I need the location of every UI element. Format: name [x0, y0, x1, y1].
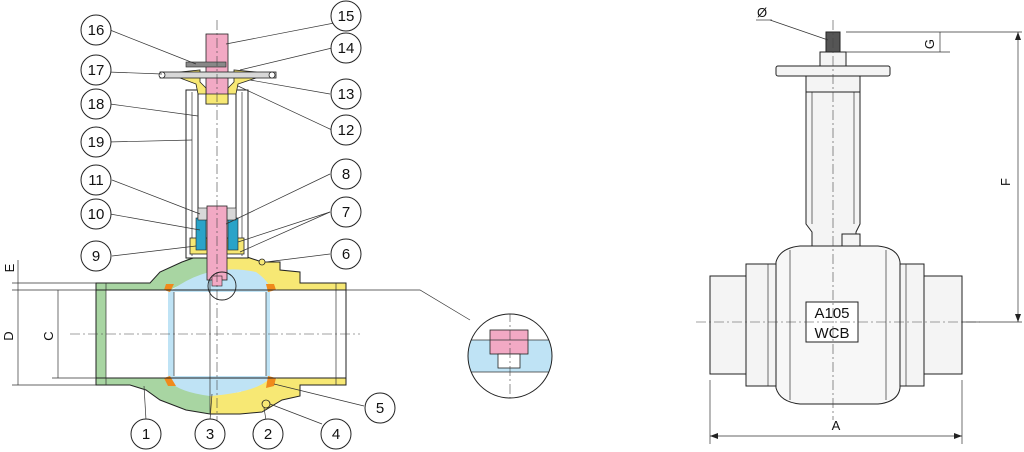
callout-19: 19 — [80, 126, 112, 158]
section-view: E D C 1 2 — [1, 0, 553, 450]
svg-text:16: 16 — [88, 22, 105, 39]
callout-3: 3 — [194, 418, 226, 450]
end-right-upper — [210, 252, 346, 290]
callout-11: 11 — [80, 164, 112, 196]
bolt-bottom — [261, 399, 271, 409]
marking-line-2: WCB — [815, 325, 850, 342]
callout-2: 2 — [252, 418, 284, 450]
svg-text:9: 9 — [92, 248, 100, 265]
callout-10: 10 — [80, 198, 112, 230]
svg-text:15: 15 — [338, 8, 355, 25]
dim-C: C — [41, 331, 56, 340]
svg-text:2: 2 — [264, 426, 272, 443]
end-right-lower — [210, 378, 346, 414]
callout-1: 1 — [130, 418, 162, 450]
detail-marker — [207, 271, 237, 301]
svg-text:17: 17 — [88, 62, 105, 79]
svg-text:1: 1 — [142, 426, 150, 443]
top-plate — [159, 71, 277, 79]
callout-15: 15 — [330, 0, 362, 32]
svg-text:18: 18 — [88, 96, 105, 113]
dim-G: G — [922, 39, 937, 49]
flange-bolt-left — [158, 71, 166, 79]
ext-lug — [841, 233, 861, 247]
marking-line-1: A105 — [814, 305, 849, 322]
callout-5: 5 — [364, 392, 396, 424]
callouts: 1 2 3 4 5 6 7 8 9 10 11 12 13 14 15 16 1… — [80, 0, 396, 450]
ext-left-hex — [745, 263, 777, 387]
exterior-view: A105 WCB F — [696, 5, 1022, 444]
callout-7: 7 — [330, 196, 362, 228]
svg-text:11: 11 — [88, 172, 104, 189]
top-flange — [179, 69, 257, 105]
detail-view — [467, 313, 553, 399]
svg-text:5: 5 — [376, 400, 384, 417]
dim-D: D — [1, 331, 16, 340]
dim-F: F — [998, 178, 1013, 186]
bolt-top — [258, 258, 266, 266]
callout-14: 14 — [330, 32, 362, 64]
dimension-lines-right — [709, 19, 1022, 444]
svg-text:10: 10 — [88, 206, 105, 223]
callout-16: 16 — [80, 14, 112, 46]
seat-lower-right — [266, 376, 276, 388]
svg-text:4: 4 — [332, 426, 340, 443]
callout-6: 6 — [330, 238, 362, 270]
svg-text:19: 19 — [88, 134, 105, 151]
body-left-upper — [96, 252, 210, 290]
callout-9: 9 — [80, 240, 112, 272]
callout-leaders — [107, 17, 365, 425]
callout-17: 17 — [80, 54, 112, 86]
callout-8: 8 — [330, 158, 362, 190]
callout-12: 12 — [330, 114, 362, 146]
flange-bolt-right — [268, 71, 276, 79]
svg-text:12: 12 — [338, 122, 355, 139]
svg-text:13: 13 — [338, 86, 355, 103]
dimension-lines-left — [12, 260, 96, 386]
dim-diameter: Ø — [757, 5, 767, 20]
callout-18: 18 — [80, 88, 112, 120]
svg-text:6: 6 — [342, 246, 350, 263]
svg-text:7: 7 — [342, 204, 350, 221]
callout-4: 4 — [320, 418, 352, 450]
packing-right — [227, 217, 239, 251]
svg-text:3: 3 — [206, 426, 214, 443]
callout-13: 13 — [330, 78, 362, 110]
packing-left — [195, 217, 207, 251]
dim-A: A — [832, 418, 841, 433]
lock-lever — [185, 61, 227, 68]
svg-text:8: 8 — [342, 166, 350, 183]
svg-text:14: 14 — [338, 40, 355, 57]
dim-E: E — [2, 263, 17, 272]
